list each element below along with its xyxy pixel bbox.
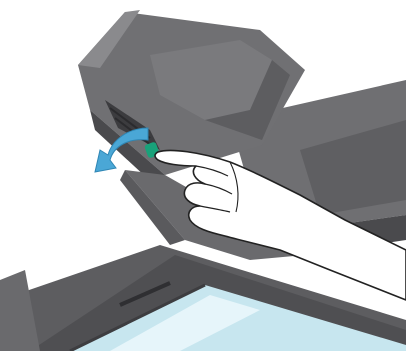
instruction-illustration xyxy=(0,0,406,351)
printer-illustration xyxy=(0,0,406,351)
